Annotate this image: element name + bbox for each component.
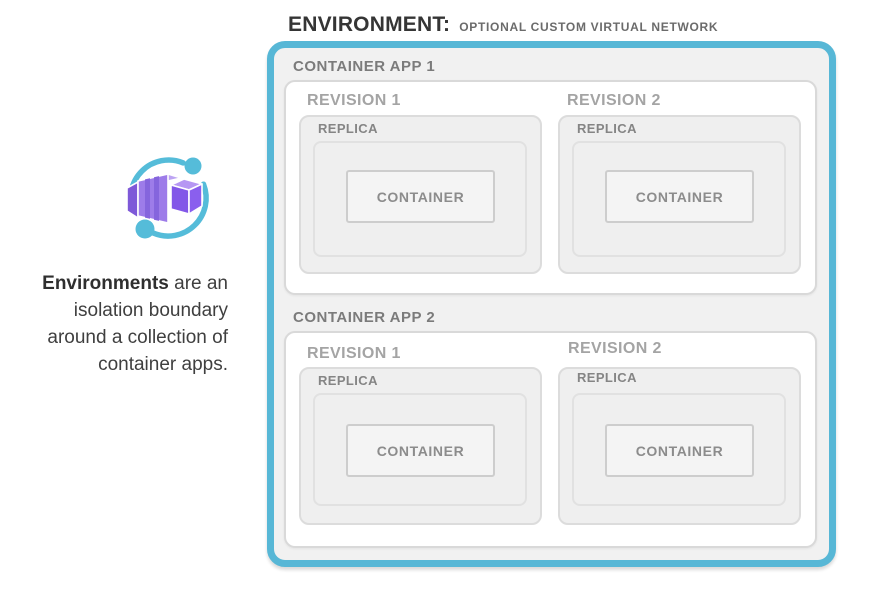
app1-revision-1-container-box: CONTAINER — [346, 170, 495, 223]
app1-revision-2-container-label: CONTAINER — [635, 188, 724, 205]
app1-revision-1-container-label: CONTAINER — [376, 188, 465, 205]
app1-revision-2-container-box: CONTAINER — [605, 170, 754, 223]
app2-revision-2-replica-box — [572, 393, 786, 506]
description-line-1: Environments are an — [42, 273, 228, 294]
app1-revision-2-replica-box — [572, 141, 786, 257]
app2-revision-1-replica-box — [313, 393, 527, 506]
app1-revision-1-replica-box — [313, 141, 527, 257]
app1-revision-2-replica-label: REPLICA — [577, 121, 637, 136]
description-line-3: around a collection of — [47, 327, 228, 348]
container-app-1-label: CONTAINER APP 1 — [293, 58, 436, 75]
app2-revision-2-container-label: CONTAINER — [635, 442, 724, 459]
app2-revision-2-label: REVISION 2 — [568, 340, 662, 357]
description-line-4: container apps. — [98, 354, 228, 375]
description-line-2: isolation boundary — [73, 300, 228, 321]
app2-revision-1-replica-label: REPLICA — [318, 373, 378, 388]
app2-revision-1-label: REVISION 1 — [307, 345, 401, 362]
environment-subtitle: OPTIONAL CUSTOM VIRTUAL NETWORK — [459, 20, 719, 34]
app1-revision-2-label: REVISION 2 — [567, 92, 661, 109]
description-text: Environments are an isolation boundary a… — [8, 270, 228, 378]
app2-revision-2-container-box: CONTAINER — [605, 424, 754, 477]
app1-revision-1-label: REVISION 1 — [307, 92, 401, 109]
app2-revision-2-replica-label: REPLICA — [577, 370, 637, 385]
diagram-title: ENVIRONMENT: OPTIONAL CUSTOM VIRTUAL NET… — [288, 13, 718, 37]
app2-revision-1-container-label: CONTAINER — [376, 442, 465, 459]
app1-revision-1-replica-label: REPLICA — [318, 121, 378, 136]
environment-title: ENVIRONMENT: — [288, 13, 451, 36]
container-app-2-label: CONTAINER APP 2 — [293, 309, 436, 326]
app2-revision-1-container-box: CONTAINER — [346, 424, 495, 477]
azure-container-apps-icon — [120, 150, 216, 246]
